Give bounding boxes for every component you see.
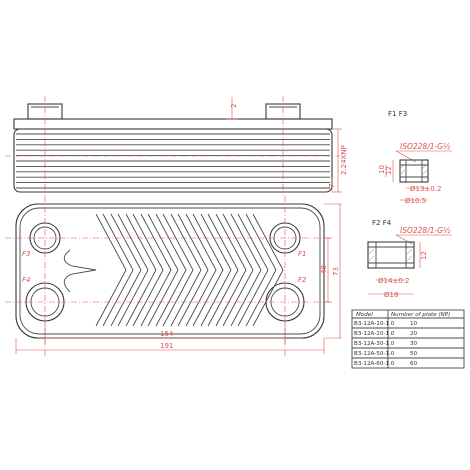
dim-side-height: 2	[230, 104, 238, 108]
chevron-groove	[230, 213, 269, 327]
table-row-model: B3-12A-50-1.0	[354, 351, 395, 357]
chevron-groove	[170, 213, 209, 327]
front-view: F3 F1 F4 F2 154 191 40 73	[5, 196, 342, 356]
detail-f1-f3-title: F1 F3	[388, 110, 407, 118]
port-label-f2: F2	[298, 276, 307, 284]
table-row-np: 30	[410, 341, 418, 347]
detail-f1-f3-thread: ISO228/1-G½	[400, 142, 451, 151]
chevron-pattern	[95, 213, 284, 327]
dim-f1f3-b: Ø10.5	[405, 197, 426, 205]
table-row-model: B3-12A-30-1.0	[354, 341, 395, 347]
chevron-groove	[245, 213, 284, 327]
fitting-f2-f4	[367, 241, 415, 269]
port-label-f4: F4	[22, 276, 30, 284]
chevron-groove	[95, 213, 134, 327]
chevron-groove	[215, 213, 254, 327]
table-row-model: B3-12A-20-1.0	[354, 331, 395, 337]
dim-f2f4-12: 12	[420, 251, 428, 260]
dim-inner-length: 154	[160, 330, 174, 338]
table-row-np: 20	[410, 331, 418, 337]
dim-f2f4-b: Ø18	[384, 291, 398, 299]
dim-f1f3-12: 12	[385, 166, 393, 175]
port-label-f1: F1	[298, 250, 306, 258]
dim-f2f4-a: Ø14±0.2	[378, 277, 409, 285]
side-cover-plate	[13, 118, 333, 130]
chevron-groove	[185, 213, 224, 327]
table-row-np: 60	[410, 361, 418, 367]
chevron-groove	[200, 213, 239, 327]
model-table: Model Number of plate (NP) B3-12A-10-1.0…	[351, 309, 465, 369]
dim-f1f3-10: 10	[378, 165, 386, 174]
table-row-model: B3-12A-60-1.0	[354, 361, 395, 367]
chevron-groove	[140, 213, 179, 327]
table-header-np: Number of plate (NP)	[391, 312, 450, 318]
detail-f2-f4-thread: ISO228/1-G½	[400, 226, 451, 235]
side-plate-pack	[13, 128, 333, 193]
detail-f2-f4-title: F2 F4	[372, 219, 392, 227]
table-row-np: 50	[410, 351, 418, 357]
port-label-f3: F3	[22, 250, 30, 258]
fitting-f1-f3	[399, 159, 429, 183]
dim-total-height: 73	[332, 267, 340, 276]
chevron-groove	[110, 213, 149, 327]
dim-total-length: 191	[160, 342, 173, 350]
table-row-np: 10	[410, 321, 418, 327]
table-row-model: B3-12A-10-1.0	[354, 321, 395, 327]
detail-f1-f3: F1 F3 ISO228/1-G½ 12 10 Ø13±0.2 Ø10.5	[378, 110, 452, 205]
side-view: 2 2.24XNP 7	[5, 96, 348, 196]
table-header-model: Model	[356, 312, 373, 318]
dim-base: 7	[328, 184, 336, 188]
dim-inner-height: 40	[320, 265, 328, 274]
chevron-groove	[155, 213, 194, 327]
detail-f2-f4: F2 F4 ISO228/1-G½ 12 Ø14±0.2 Ø18	[367, 219, 452, 299]
dim-thickness: 2.24XNP	[340, 145, 348, 175]
chevron-groove	[125, 213, 164, 327]
dim-f1f3-a: Ø13±0.2	[410, 185, 441, 193]
